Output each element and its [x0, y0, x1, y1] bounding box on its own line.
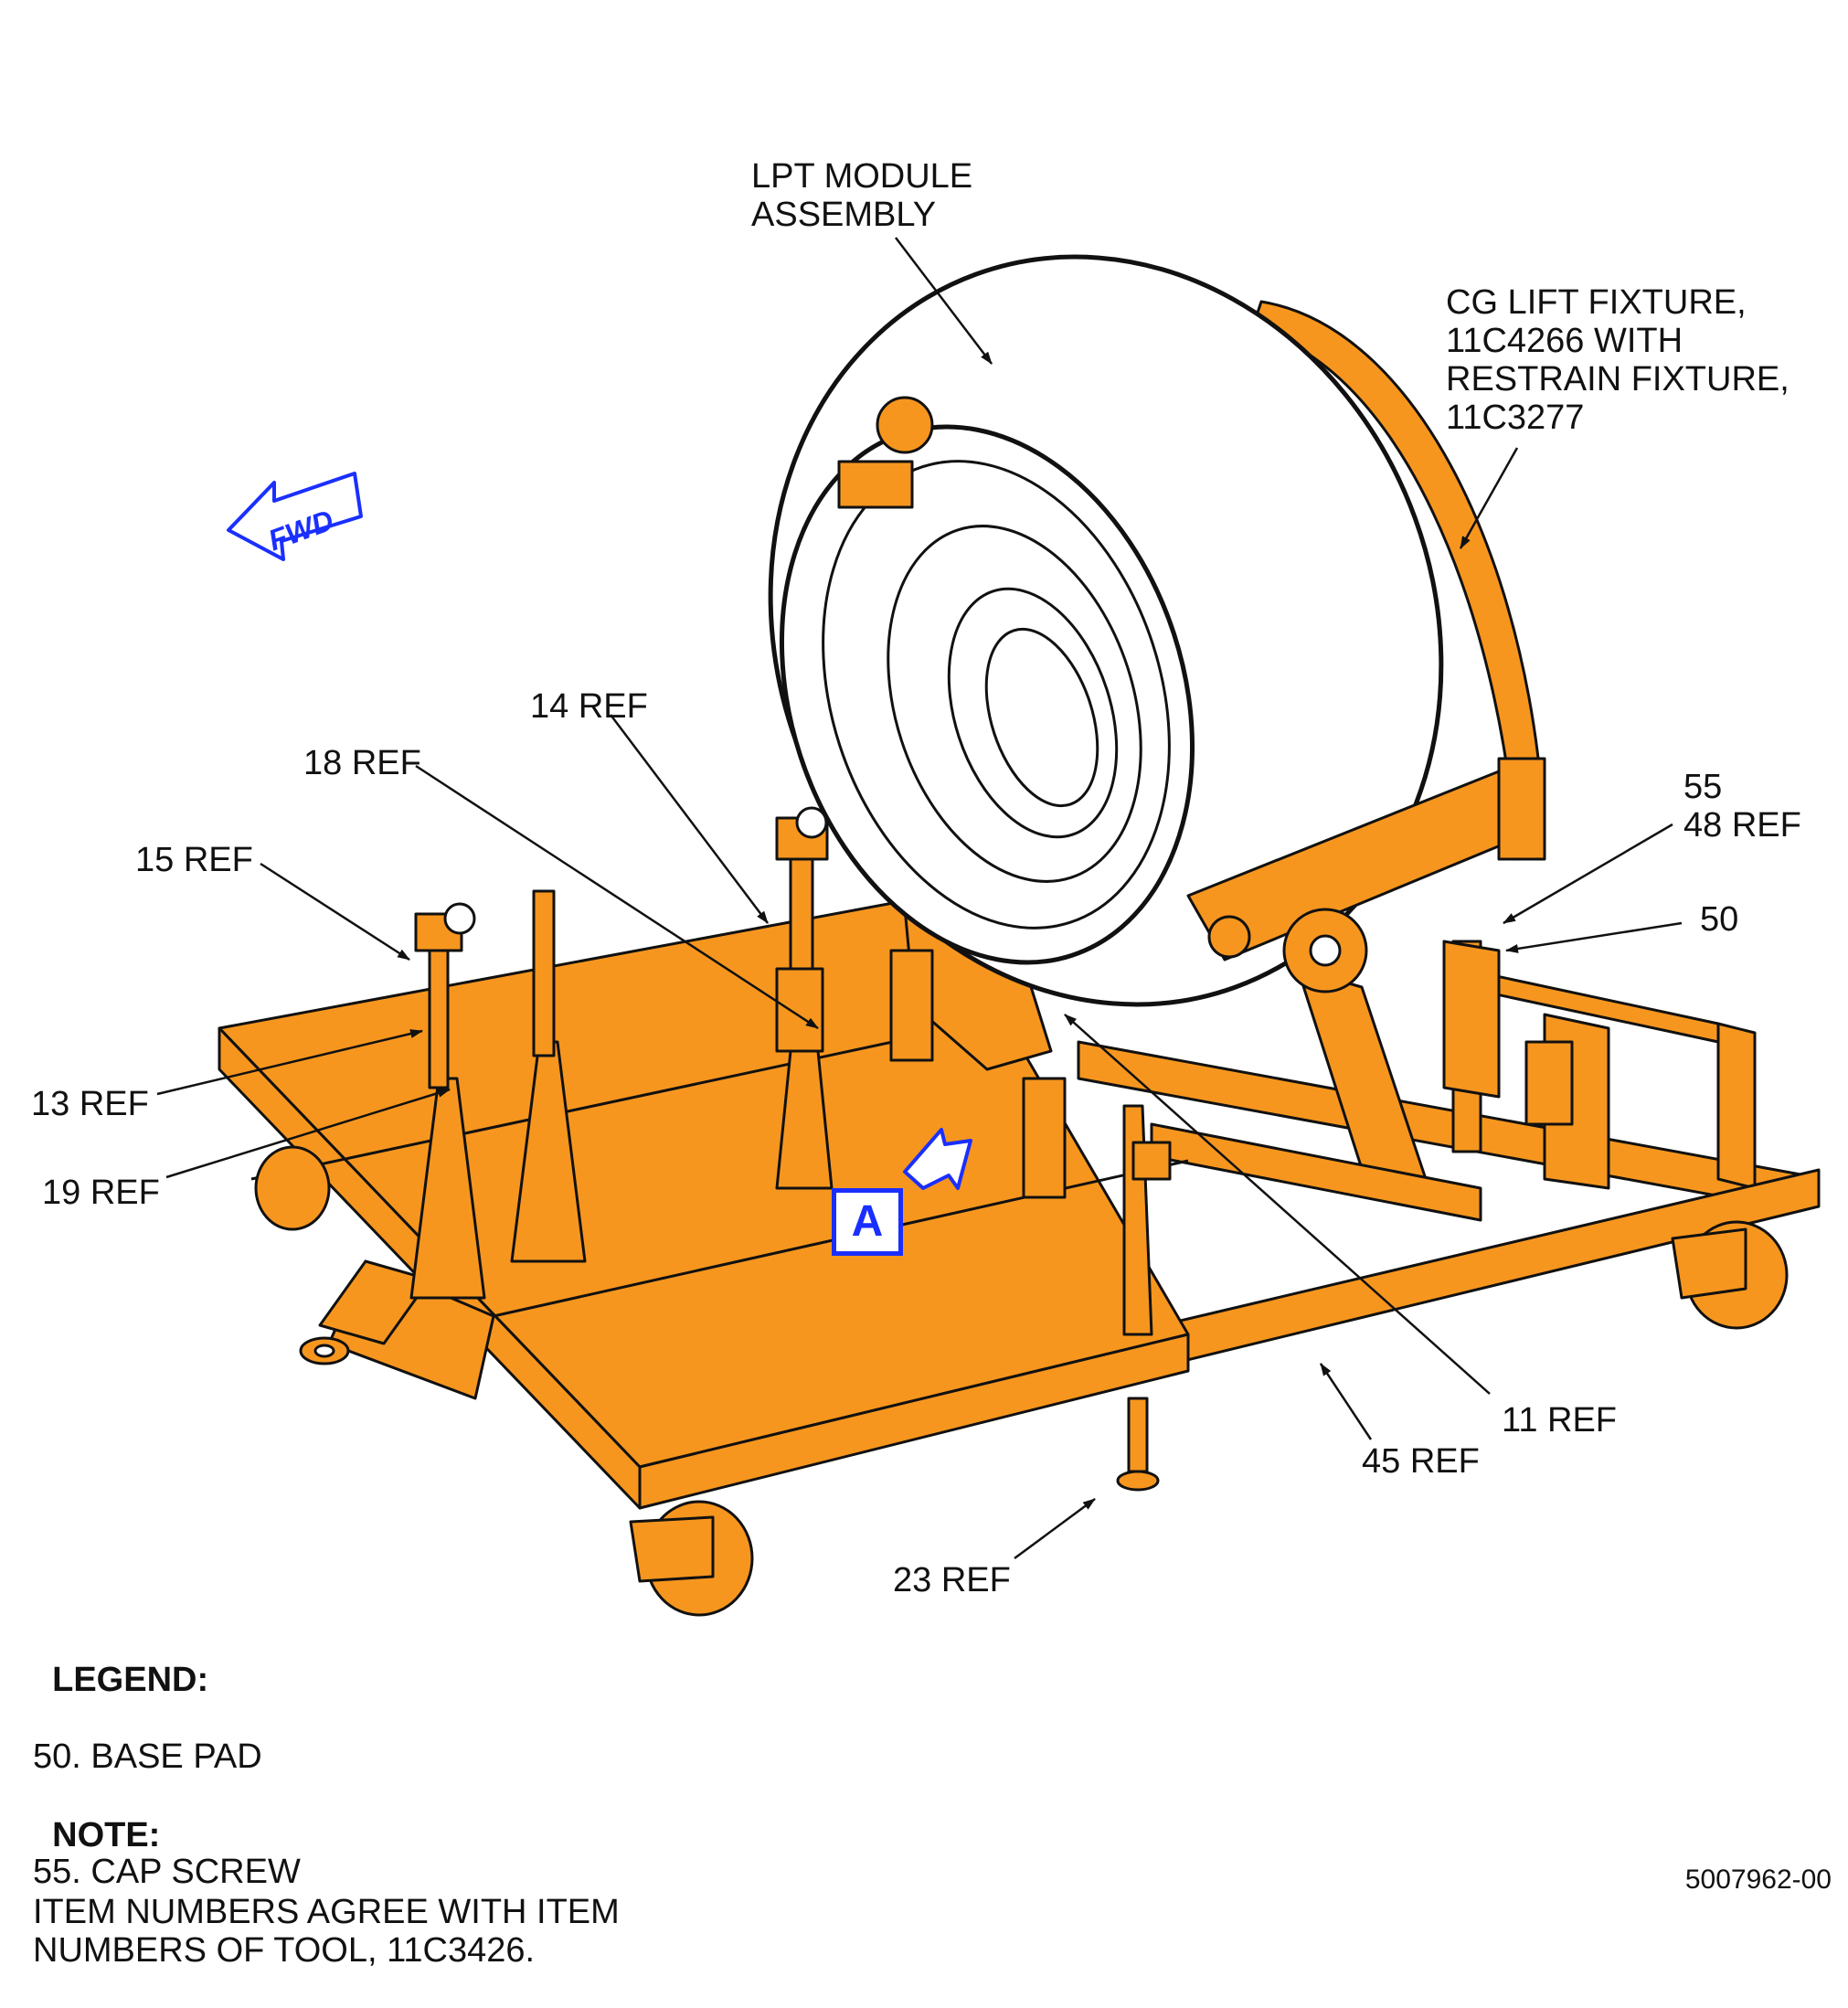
callout-55: 55	[1683, 768, 1723, 806]
figure-id: 5007962-00	[1684, 1865, 1832, 1895]
legend-heading: LEGEND:	[52, 1661, 209, 1699]
lpt-module	[768, 254, 1546, 1007]
callout-cg-lift-fixture: CG LIFT FIXTURE, 11C4266 WITH RESTRAIN F…	[1446, 283, 1790, 437]
legend-item: 55. CAP SCREW	[33, 1853, 301, 1891]
callout-50: 50	[1700, 900, 1739, 939]
callout-14-ref: 14 REF	[530, 687, 648, 726]
note-heading: NOTE:	[52, 1816, 161, 1854]
note: NOTE: ITEM NUMBERS AGREE WITH ITEM NUMBE…	[33, 1778, 620, 2008]
legend: LEGEND: 50. BASE PAD 55. CAP SCREW	[33, 1622, 301, 1929]
callout-23-ref: 23 REF	[893, 1561, 1011, 1599]
callout-11-ref: 11 REF	[1502, 1401, 1618, 1440]
callout-19-ref: 19 REF	[42, 1174, 160, 1212]
view-a-arrow	[903, 1128, 972, 1190]
callout-15-ref: 15 REF	[135, 841, 253, 879]
illustration	[156, 237, 1821, 1617]
view-a-label: A	[832, 1188, 903, 1256]
legend-item: 50. BASE PAD	[33, 1737, 262, 1776]
dolly-frame	[218, 894, 1821, 1617]
callout-lpt-module: LPT MODULE ASSEMBLY	[751, 157, 973, 234]
fwd-arrow	[227, 472, 363, 561]
callout-13-ref: 13 REF	[31, 1085, 149, 1123]
callout-48-ref: 48 REF	[1683, 806, 1801, 845]
callout-45-ref: 45 REF	[1362, 1442, 1480, 1481]
figure-stage: LPT MODULE ASSEMBLY CG LIFT FIXTURE, 11C…	[31, 157, 1832, 1970]
note-text: ITEM NUMBERS AGREE WITH ITEM NUMBERS OF …	[33, 1893, 620, 1970]
leader-lines	[156, 237, 1683, 1560]
callout-18-ref: 18 REF	[303, 744, 421, 782]
